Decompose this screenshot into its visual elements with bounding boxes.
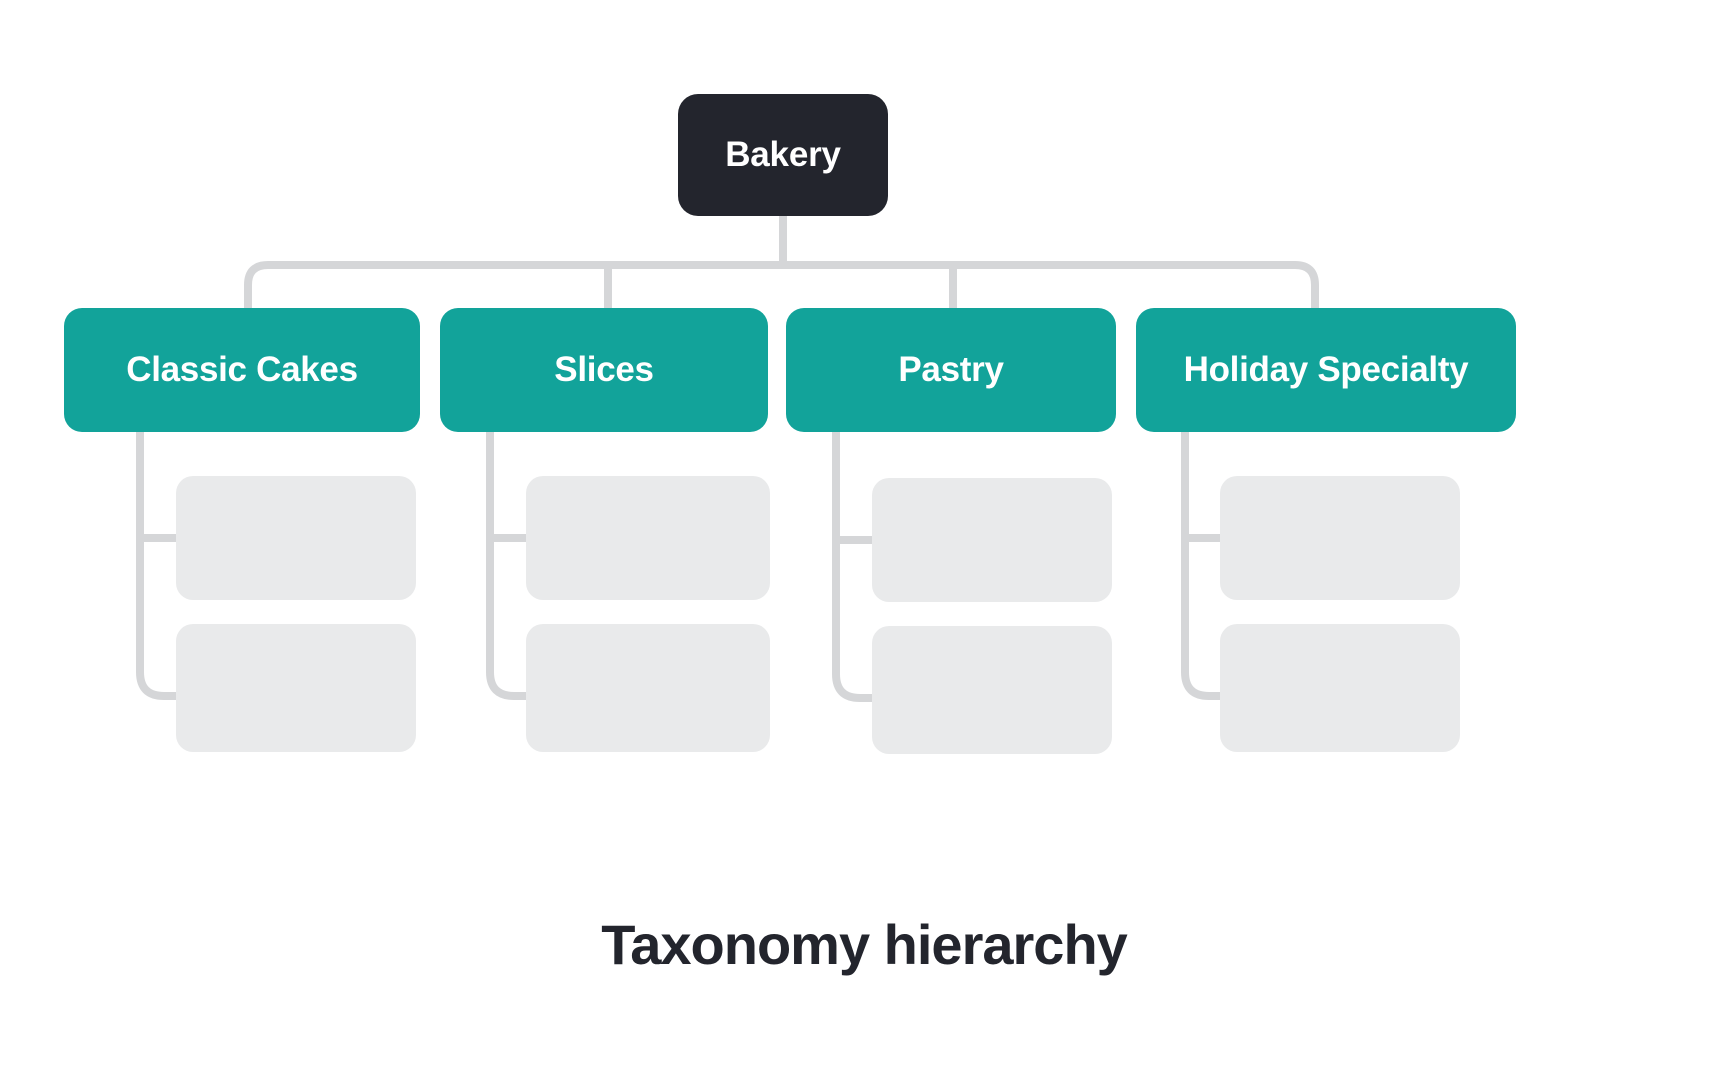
connector-spine-pastry bbox=[832, 432, 876, 702]
node-child-classic-cakes[interactable]: Classic Cakes bbox=[64, 308, 420, 432]
node-placeholder-slices-1[interactable] bbox=[526, 476, 770, 600]
connector-bus-left-elbow bbox=[244, 261, 783, 312]
node-child-slices[interactable]: Slices bbox=[440, 308, 768, 432]
connector-bus-right-elbow bbox=[783, 261, 1319, 312]
node-child-pastry[interactable]: Pastry bbox=[786, 308, 1116, 432]
node-placeholder-pastry-1[interactable] bbox=[872, 478, 1112, 602]
node-child-label: Holiday Specialty bbox=[1183, 350, 1469, 389]
node-child-label: Pastry bbox=[898, 350, 1004, 389]
connector-spine-slices bbox=[486, 432, 530, 700]
connector-spine-holiday-specialty bbox=[1181, 432, 1225, 700]
node-root-label: Bakery bbox=[725, 135, 841, 174]
node-child-label: Slices bbox=[554, 350, 654, 389]
diagram-caption: Taxonomy hierarchy bbox=[601, 913, 1128, 976]
connector-spine-classic-cakes bbox=[136, 432, 180, 700]
node-placeholder-classic-cakes-2[interactable] bbox=[176, 624, 416, 752]
node-child-holiday-specialty[interactable]: Holiday Specialty bbox=[1136, 308, 1516, 432]
node-placeholder-holiday-specialty-1[interactable] bbox=[1220, 476, 1460, 600]
node-placeholder-classic-cakes-1[interactable] bbox=[176, 476, 416, 600]
node-root-bakery[interactable]: Bakery bbox=[678, 94, 888, 216]
node-placeholder-pastry-2[interactable] bbox=[872, 626, 1112, 754]
node-child-label: Classic Cakes bbox=[126, 350, 358, 389]
node-placeholder-slices-2[interactable] bbox=[526, 624, 770, 752]
node-placeholder-holiday-specialty-2[interactable] bbox=[1220, 624, 1460, 752]
